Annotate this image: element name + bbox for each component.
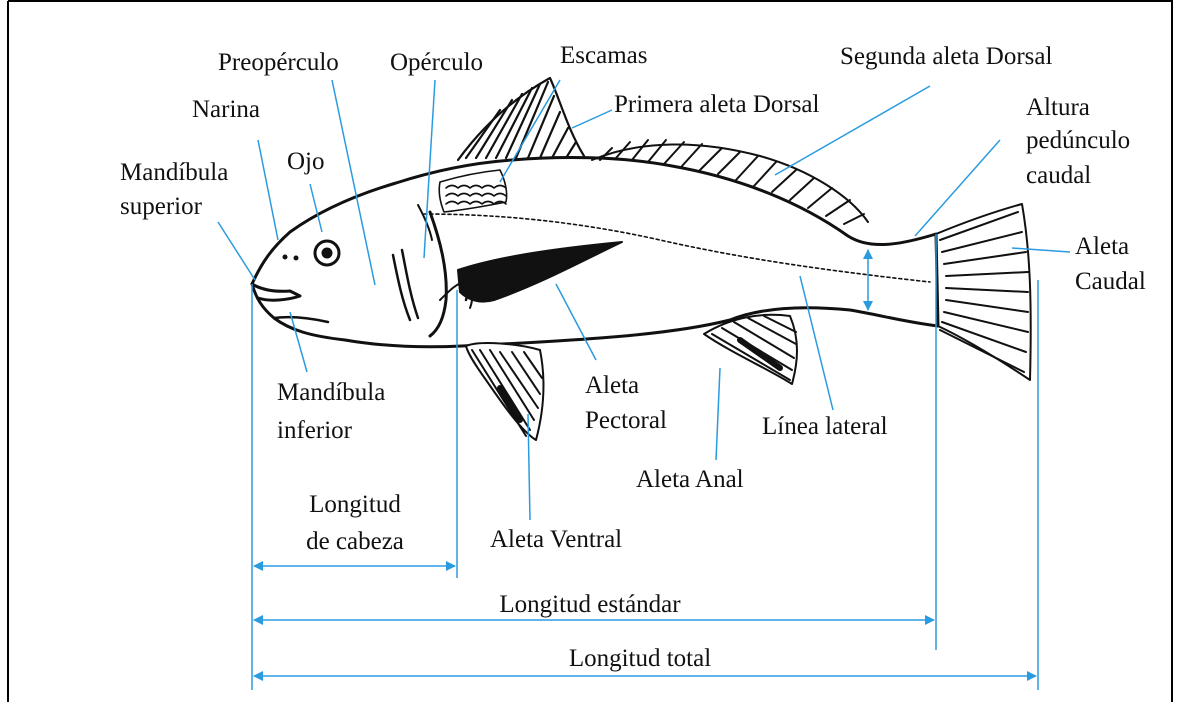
label-segunda-aleta-dorsal: Segunda aleta Dorsal — [840, 42, 1052, 71]
fish-anal-fin — [704, 315, 797, 384]
label-preoperculo: Preopérculo — [218, 48, 339, 77]
label-mandibula-inferior-1: Mandíbula — [277, 378, 385, 407]
label-primera-aleta-dorsal: Primera aleta Dorsal — [614, 90, 819, 119]
label-mandibula-superior-2: superior — [120, 192, 202, 221]
label-longitud-cabeza-1: Longitud — [280, 490, 430, 519]
fish-caudal-fin — [936, 204, 1031, 380]
label-longitud-cabeza-2: de cabeza — [280, 527, 430, 556]
label-escamas: Escamas — [560, 41, 647, 70]
label-aleta-pectoral-2: Pectoral — [585, 406, 667, 435]
label-narina: Narina — [192, 95, 260, 124]
label-aleta-ventral: Aleta Ventral — [490, 525, 622, 554]
label-aleta-anal: Aleta Anal — [636, 465, 744, 494]
label-aleta-pectoral-1: Aleta — [585, 371, 639, 400]
label-longitud-estandar: Longitud estándar — [430, 590, 750, 619]
label-altura-2: pedúnculo — [1026, 126, 1130, 155]
fish-ventral-fin — [466, 343, 543, 440]
label-mandibula-inferior-2: inferior — [277, 416, 352, 445]
label-altura-3: caudal — [1026, 161, 1091, 190]
label-aleta-caudal-2: Caudal — [1075, 267, 1146, 296]
label-longitud-total: Longitud total — [480, 644, 800, 673]
label-altura-1: Altura — [1026, 93, 1090, 122]
label-operculo: Opérculo — [390, 48, 483, 77]
label-aleta-caudal-1: Aleta — [1075, 232, 1129, 261]
label-ojo: Ojo — [287, 147, 325, 176]
label-linea-lateral: Línea lateral — [762, 412, 888, 441]
label-mandibula-superior-1: Mandíbula — [120, 158, 228, 187]
